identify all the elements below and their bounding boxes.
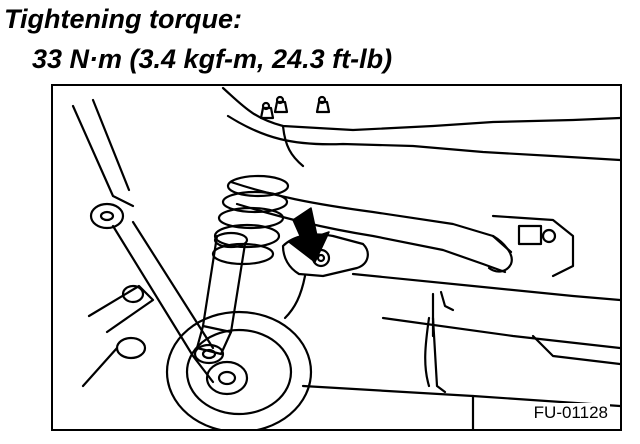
torque-spec-value: 33 N·m (3.4 kgf-m, 24.3 ft-lb) [32, 44, 393, 74]
lateral-link [229, 180, 513, 254]
lower-arm-diagonal [111, 224, 215, 384]
floor-panel [351, 272, 620, 302]
figure-code-label: FU-01128 [531, 403, 610, 423]
body-frame-outline [221, 86, 620, 132]
illustration-frame: FU-01128 [51, 84, 622, 431]
torque-heading-title: Tightening torque: [4, 4, 242, 34]
hub-disc [165, 310, 313, 429]
right-bracket [491, 214, 575, 278]
crossmember-upper [281, 124, 305, 168]
bushing-upper-left [89, 202, 125, 230]
stabilizer-link [87, 284, 155, 334]
shock-absorber [193, 231, 249, 365]
trailing-link-upper [71, 104, 135, 208]
suspension-line-drawing [71, 86, 620, 429]
lateral-link-end [487, 234, 513, 273]
trailing-link-lower [91, 98, 131, 192]
lower-arm-diagonal-2 [131, 220, 215, 350]
top-bolts [259, 95, 331, 120]
bushing-lower-left [121, 284, 145, 304]
arrow-icon [288, 207, 330, 263]
body-frame-inner [226, 114, 620, 162]
lateral-link-lower [235, 202, 507, 274]
